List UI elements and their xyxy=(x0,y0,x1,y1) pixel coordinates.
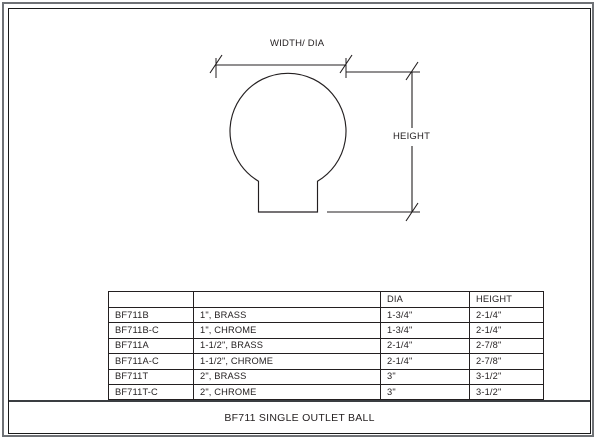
table-row: BF711A 1-1/2", BRASS 2-1/4" 2-7/8" xyxy=(108,337,544,355)
width-dimension-label: WIDTH/ DIA xyxy=(267,38,328,49)
table-row: BF711T 2", BRASS 3" 3-1/2" xyxy=(108,368,544,385)
table-row: BF711A-C 1-1/2", CHROME 2-1/4" 2-7/8" xyxy=(108,353,544,370)
cell-model: BF711B xyxy=(108,306,194,324)
cell-height: 2-1/4" xyxy=(469,322,544,339)
cell-dia: 3" xyxy=(380,383,470,401)
cell-height: 2-7/8" xyxy=(469,353,544,370)
cell-dia: 3" xyxy=(380,368,470,385)
cell-dia: 1-3/4" xyxy=(380,322,470,339)
header-model xyxy=(108,291,194,308)
cell-model: BF711T xyxy=(108,368,194,385)
sheet-inner-border xyxy=(8,8,591,434)
cell-dia: 1-3/4" xyxy=(380,306,470,324)
cell-model: BF711B-C xyxy=(108,322,194,339)
cell-height: 3-1/2" xyxy=(469,383,544,401)
cell-height: 2-7/8" xyxy=(469,337,544,355)
drawing-title: BF711 SINGLE OUTLET BALL xyxy=(224,412,375,424)
header-description xyxy=(193,291,381,308)
cell-height: 2-1/4" xyxy=(469,306,544,324)
ball-outline-path xyxy=(229,72,347,213)
cell-dia: 2-1/4" xyxy=(380,337,470,355)
width-tick-right xyxy=(339,54,353,74)
table-row: BF711B 1", BRASS 1-3/4" 2-1/4" xyxy=(108,306,544,324)
cell-model: BF711T-C xyxy=(108,383,194,401)
specification-table: DIA HEIGHT BF711B 1", BRASS 1-3/4" 2-1/4… xyxy=(108,291,544,401)
cell-description: 1", BRASS xyxy=(193,306,381,324)
title-block-divider xyxy=(9,400,590,402)
cell-description: 1-1/2", BRASS xyxy=(193,337,381,355)
table-body: DIA HEIGHT BF711B 1", BRASS 1-3/4" 2-1/4… xyxy=(108,291,544,401)
header-height: HEIGHT xyxy=(469,291,544,308)
cell-height: 3-1/2" xyxy=(469,368,544,385)
table-row: BF711B-C 1", CHROME 1-3/4" 2-1/4" xyxy=(108,322,544,339)
header-dia: DIA xyxy=(380,291,470,308)
table-row: BF711T-C 2", CHROME 3" 3-1/2" xyxy=(108,383,544,401)
height-tick-top xyxy=(405,61,419,81)
cell-description: 1", CHROME xyxy=(193,322,381,339)
cell-model: BF711A-C xyxy=(108,353,194,370)
cell-description: 2", BRASS xyxy=(193,368,381,385)
width-tick-left xyxy=(209,54,223,74)
cell-description: 2", CHROME xyxy=(193,383,381,401)
table-header-row: DIA HEIGHT xyxy=(108,291,544,308)
cell-dia: 2-1/4" xyxy=(380,353,470,370)
cell-model: BF711A xyxy=(108,337,194,355)
cell-description: 1-1/2", CHROME xyxy=(193,353,381,370)
height-tick-bottom xyxy=(405,202,419,222)
height-dimension-label: HEIGHT xyxy=(390,131,434,142)
sheet-outer-border xyxy=(2,2,594,437)
